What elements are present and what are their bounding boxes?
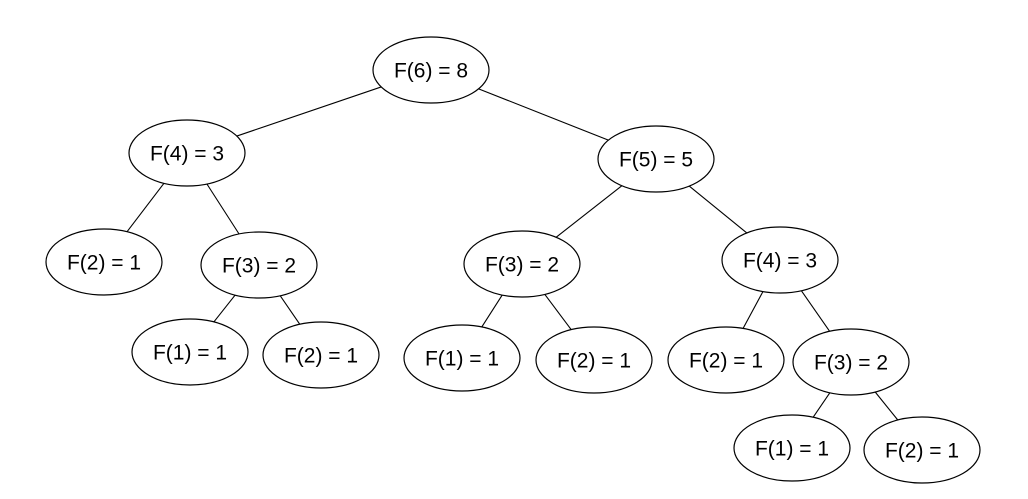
node-ellipse (128, 119, 246, 187)
tree-node-n0: F(6) = 8 (372, 36, 490, 104)
node-ellipse (200, 231, 318, 299)
tree-node-n5: F(1) = 1 (131, 318, 249, 386)
tree-edge-n8-n11 (742, 291, 764, 329)
node-label: F(1) = 1 (153, 342, 227, 365)
node-label: F(5) = 5 (619, 149, 693, 172)
tree-edge-n2-n7 (555, 185, 623, 238)
node-label: F(1) = 1 (755, 438, 829, 461)
node-ellipse (721, 226, 839, 294)
node-label: F(2) = 1 (689, 350, 763, 373)
node-ellipse (535, 326, 653, 394)
node-label: F(2) = 1 (885, 440, 959, 463)
node-ellipse (372, 36, 490, 104)
node-ellipse (463, 230, 581, 298)
tree-node-n2: F(5) = 5 (597, 125, 715, 193)
tree-node-n6: F(2) = 1 (262, 321, 380, 389)
tree-edge-n0-n2 (478, 88, 609, 141)
tree-node-n4: F(3) = 2 (200, 231, 318, 299)
node-ellipse (597, 125, 715, 193)
tree-edge-n7-n9 (481, 294, 503, 328)
node-ellipse (667, 326, 785, 394)
node-ellipse (863, 416, 981, 484)
node-ellipse (262, 321, 380, 389)
tree-edge-n12-n14 (874, 391, 899, 421)
tree-node-n11: F(2) = 1 (667, 326, 785, 394)
tree-edge-n0-n1 (236, 86, 382, 137)
tree-node-n12: F(3) = 2 (792, 328, 910, 396)
tree-edge-n4-n6 (279, 295, 301, 325)
tree-node-n13: F(1) = 1 (733, 414, 851, 482)
node-label: F(3) = 2 (222, 255, 296, 278)
node-label: F(3) = 2 (485, 254, 559, 277)
node-label: F(2) = 1 (284, 345, 358, 368)
node-ellipse (792, 328, 910, 396)
tree-node-n1: F(4) = 3 (128, 119, 246, 187)
node-ellipse (131, 318, 249, 386)
node-label: F(1) = 1 (425, 348, 499, 371)
tree-edges (126, 86, 899, 421)
tree-edge-n12-n13 (812, 392, 831, 418)
node-label: F(3) = 2 (814, 352, 888, 375)
tree-edge-n7-n10 (544, 294, 572, 330)
node-ellipse (403, 324, 521, 392)
tree-node-n3: F(2) = 1 (45, 228, 163, 296)
node-label: F(4) = 3 (743, 250, 817, 273)
node-label: F(2) = 1 (557, 350, 631, 373)
tree-edge-n1-n4 (206, 183, 240, 235)
tree-nodes: F(6) = 8 F(4) = 3 F(5) = 5 F(2) = 1 F(3) = 2… (45, 36, 981, 484)
tree-node-n7: F(3) = 2 (463, 230, 581, 298)
tree-node-n8: F(4) = 3 (721, 226, 839, 294)
node-label: F(2) = 1 (67, 252, 141, 275)
node-label: F(6) = 8 (394, 60, 468, 83)
tree-edge-n8-n12 (800, 290, 831, 332)
node-ellipse (733, 414, 851, 482)
tree-node-n14: F(2) = 1 (863, 416, 981, 484)
tree-edge-n4-n5 (213, 294, 236, 323)
tree-edge-n2-n8 (688, 185, 748, 234)
tree-node-n10: F(2) = 1 (535, 326, 653, 394)
tree-node-n9: F(1) = 1 (403, 324, 521, 392)
node-ellipse (45, 228, 163, 296)
tree-edge-n1-n3 (126, 182, 165, 233)
node-label: F(4) = 3 (150, 143, 224, 166)
